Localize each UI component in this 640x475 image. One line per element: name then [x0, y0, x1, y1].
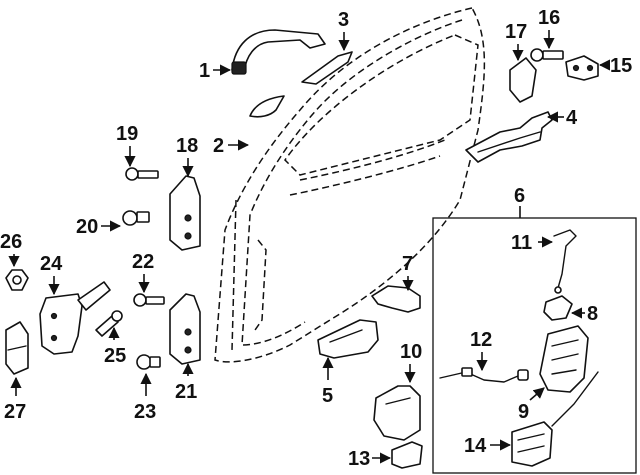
bracket-part: [371, 285, 421, 313]
bumper-part: [5, 321, 29, 375]
callout-22: 22: [132, 251, 154, 294]
callout-16-label: 16: [538, 7, 560, 29]
lock-assembly-box: [432, 217, 637, 474]
callout-9-label: 9: [518, 401, 529, 423]
callout-12-label: 12: [470, 329, 492, 351]
striker-part: [565, 55, 599, 81]
callout-2-label: 2: [213, 135, 224, 157]
inside-handle-part: [317, 319, 379, 359]
outside-handle-part: [231, 29, 326, 75]
callout-21: 21: [175, 362, 197, 403]
callout-17: 17: [505, 21, 527, 62]
lock-cable-part: [439, 367, 529, 383]
callout-19-label: 19: [116, 123, 138, 145]
callout-20-label: 20: [76, 216, 98, 238]
handle-pad-part: [249, 95, 285, 118]
callout-15: 15: [598, 55, 632, 77]
callout-10: 10: [400, 341, 422, 384]
check-bolt-part: [95, 310, 123, 337]
callout-21-label: 21: [175, 381, 197, 403]
clip-part: [391, 441, 423, 469]
callout-11: 11: [511, 232, 554, 254]
callout-1: 1: [199, 60, 232, 82]
callout-12: 12: [470, 329, 492, 372]
striker-plate-part: [509, 57, 537, 103]
lock-actuator-part: [539, 325, 589, 393]
callout-24: 24: [40, 253, 63, 296]
upper-hinge-part: [169, 175, 201, 251]
bolt-part: [530, 48, 564, 62]
nut-part: [5, 269, 29, 291]
callout-14: 14: [464, 435, 512, 457]
lower-hinge-part: [169, 293, 201, 365]
callout-13: 13: [348, 448, 392, 470]
callout-8-label: 8: [587, 303, 598, 325]
callout-17-label: 17: [505, 21, 527, 43]
inner-frame-part: [465, 111, 553, 163]
lock-rod-part: [553, 229, 577, 294]
callout-4: 4: [546, 107, 578, 129]
callout-4-label: 4: [566, 107, 578, 129]
hinge-bolt-bottom-part: [136, 354, 161, 370]
latch-part: [511, 371, 599, 467]
door-shell: [214, 7, 486, 363]
callout-25: 25: [104, 326, 126, 367]
callout-22-label: 22: [132, 251, 154, 273]
callout-16: 16: [538, 7, 560, 50]
hinge-bolt-upper-part: [125, 167, 159, 181]
callout-8: 8: [570, 303, 598, 325]
hinge-bolt-lower-part: [133, 293, 165, 307]
callout-23-label: 23: [134, 401, 156, 423]
hinge-bolt-side-part: [122, 210, 150, 226]
callout-20: 20: [76, 216, 122, 238]
callout-23: 23: [134, 372, 156, 423]
callout-5-label: 5: [322, 385, 333, 407]
callout-6-label: 6: [514, 185, 525, 207]
lock-clip-part: [543, 295, 573, 321]
callout-7: 7: [402, 253, 414, 292]
callout-26-label: 26: [0, 231, 22, 253]
callout-9: 9: [518, 387, 545, 423]
callout-18-label: 18: [176, 135, 198, 157]
callout-3: 3: [338, 9, 350, 52]
callout-11-label: 11: [511, 232, 532, 254]
callout-7-label: 7: [402, 253, 413, 275]
callout-25-label: 25: [104, 345, 126, 367]
callout-10-label: 10: [400, 341, 422, 363]
callout-27-label: 27: [4, 401, 26, 423]
callout-3-label: 3: [338, 9, 349, 31]
lock-bracket-part: [373, 385, 421, 441]
callout-1-label: 1: [199, 60, 210, 82]
gasket-part: [301, 51, 353, 85]
callout-15-label: 15: [610, 55, 632, 77]
callout-14-label: 14: [464, 435, 487, 457]
door-check-part: [39, 281, 111, 355]
callout-6: 6: [514, 185, 525, 218]
callout-27: 27: [4, 376, 26, 423]
callout-24-label: 24: [40, 253, 63, 275]
callout-18: 18: [176, 135, 198, 178]
callout-26: 26: [0, 231, 22, 268]
callout-5: 5: [322, 356, 334, 407]
callout-2: 2: [213, 135, 250, 157]
callout-19: 19: [116, 123, 138, 168]
callout-13-label: 13: [348, 448, 370, 470]
